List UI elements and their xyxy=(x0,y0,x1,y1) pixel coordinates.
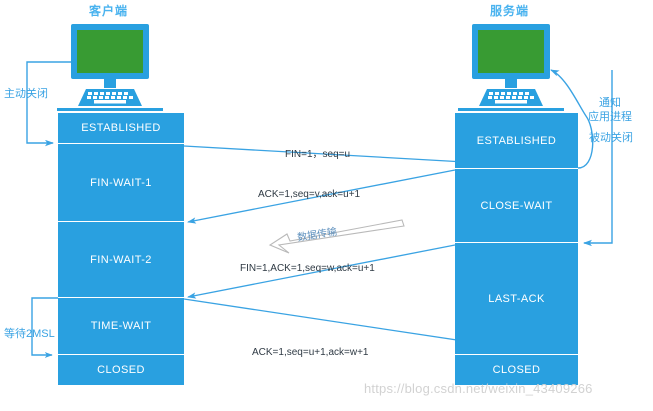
server-state-established: ESTABLISHED xyxy=(455,113,578,169)
label-passive-close: 被动关闭 xyxy=(589,132,633,144)
server-state-last-ack: LAST-ACK xyxy=(455,243,578,355)
client-state-fin-wait-1: FIN-WAIT-1 xyxy=(58,144,184,222)
client-state-fin-wait-2: FIN-WAIT-2 xyxy=(58,222,184,298)
client-title: 客户端 xyxy=(89,4,129,18)
message-label-ack-2: ACK=1,seq=u+1,ack=w+1 xyxy=(252,347,369,358)
message-label-fin-1: FIN=1，seq=u xyxy=(285,149,351,160)
client-state-time-wait: TIME-WAIT xyxy=(58,298,184,355)
data-transfer-arrow xyxy=(268,219,405,254)
wait-2msl-connector xyxy=(31,297,58,358)
client-state-established: ESTABLISHED xyxy=(58,113,184,144)
label-notify-app-process: 通知 应用进程 xyxy=(588,96,632,124)
client-lifeline: ESTABLISHED FIN-WAIT-1 FIN-WAIT-2 TIME-W… xyxy=(58,113,184,385)
label-notify-line-1: 通知 xyxy=(599,97,621,109)
label-notify-line-2: 应用进程 xyxy=(588,111,632,123)
message-arrow-ack-1 xyxy=(187,169,456,224)
notify-app-process-connector xyxy=(550,69,594,169)
client-state-closed: CLOSED xyxy=(97,364,145,376)
server-state-close-wait: CLOSE-WAIT xyxy=(455,169,578,243)
message-arrow-fin-ack xyxy=(187,244,456,299)
active-close-connector xyxy=(26,61,71,147)
server-lifeline: ESTABLISHED CLOSE-WAIT LAST-ACK CLOSED xyxy=(455,113,578,385)
server-title: 服务端 xyxy=(490,4,530,18)
message-label-ack-1: ACK=1,seq=v,ack=u+1 xyxy=(258,189,361,200)
label-wait-2msl: 等待2MSL xyxy=(4,328,55,340)
watermark: https://blog.csdn.net/weixin_43409266 xyxy=(364,381,593,396)
passive-close-connector xyxy=(583,70,613,247)
label-active-close: 主动关闭 xyxy=(4,88,48,100)
server-computer-icon xyxy=(458,24,564,111)
client-computer-icon xyxy=(57,24,163,111)
message-label-fin-ack: FIN=1,ACK=1,seq=w,ack=u+1 xyxy=(240,263,375,274)
server-state-closed: CLOSED xyxy=(492,364,541,376)
